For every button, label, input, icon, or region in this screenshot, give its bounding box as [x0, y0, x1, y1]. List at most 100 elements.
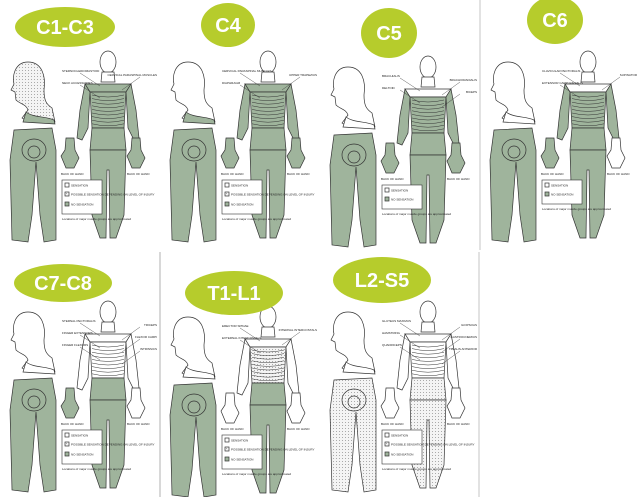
muscle-label: BICEPS — [466, 90, 477, 94]
level-badge — [361, 8, 417, 58]
legend-sensation-label: SENSATION — [71, 434, 88, 438]
legend-sensation-label: SENSATION — [71, 184, 88, 188]
shoulders — [84, 333, 132, 343]
level-badge-label: C1-C3 — [36, 17, 94, 39]
front-legs — [89, 149, 127, 239]
rib-dermatome-line — [411, 124, 445, 128]
legend-swatch-no-sensation — [64, 451, 70, 457]
head-profile — [170, 61, 216, 123]
muscle-pointer-line — [239, 327, 261, 342]
legend-possible-label: POSSIBLE SENSATION DEPENDING ON LEVEL OF… — [231, 448, 314, 452]
right-arm — [445, 88, 460, 146]
muscle-pointer-line — [399, 77, 421, 92]
rib-dermatome-line — [571, 94, 605, 98]
rib-dermatome-line — [91, 123, 125, 127]
muscle-pointer-line — [79, 72, 101, 87]
muscle-label: ILIOPSOAS — [461, 323, 477, 327]
neck-front — [580, 71, 596, 83]
right-arm — [285, 83, 300, 141]
muscle-label: INTERNAL INTERCOSTALS — [279, 328, 317, 332]
muscle-label: DELTOID — [382, 86, 396, 90]
lower-trunk — [89, 377, 127, 401]
back-of-hand-label: BACK OF HAND — [221, 172, 244, 176]
buttock-ring — [341, 143, 367, 167]
muscle-pointer-line — [441, 350, 461, 365]
muscle-label: FINGER FLEXORS — [62, 343, 88, 347]
muscle-pointer-line — [441, 81, 461, 96]
back-of-hand-label: BACK OF HAND — [287, 172, 310, 176]
rib-dermatome-line — [251, 356, 285, 360]
back-of-hand-label: BACK OF HAND — [221, 427, 244, 431]
neck-profile — [342, 116, 376, 130]
rib-dermatome-line — [91, 94, 125, 98]
level-badge-label: C4 — [215, 15, 241, 37]
muscle-pointer-line — [79, 346, 101, 361]
level-badge — [185, 271, 283, 315]
rib-dermatome-line — [411, 99, 445, 103]
level-badge — [15, 7, 115, 47]
back-legs — [9, 377, 57, 493]
back-of-hand-label: BACK OF HAND — [127, 172, 150, 176]
rib-dermatome-line — [91, 101, 125, 105]
rib-dermatome-line — [91, 359, 125, 362]
muscle-pointer-line — [559, 72, 581, 87]
legend-swatch-possible — [64, 191, 70, 197]
lower-trunk — [409, 377, 447, 401]
head-profile — [330, 311, 376, 373]
legend-note: Locations of major muscle groups are app… — [382, 212, 451, 216]
neck-profile — [22, 361, 56, 375]
muscle-label: CLAVICULAR PECTORALIS — [542, 69, 580, 73]
legend-swatch-sensation — [224, 182, 230, 188]
muscle-pointer-line — [239, 339, 261, 354]
head-profile — [490, 61, 536, 123]
lower-trunk — [409, 132, 447, 156]
left-arm — [76, 333, 91, 391]
level-badge-label: C6 — [542, 10, 568, 32]
neck-profile — [22, 111, 56, 125]
rib-dermatome-line — [251, 98, 285, 101]
front-legs — [569, 149, 607, 239]
level-badge — [333, 257, 431, 303]
muscle-pointer-line — [121, 338, 141, 353]
lower-trunk — [249, 382, 287, 406]
rib-dermatome-line — [251, 353, 285, 356]
level-badge — [527, 0, 583, 44]
right-arm — [605, 83, 620, 141]
rib-dermatome-line — [251, 349, 285, 353]
hand — [540, 137, 560, 169]
rib-dermatome-line — [251, 364, 285, 367]
legend-swatch-no-sensation — [384, 451, 390, 457]
legend-possible-label: POSSIBLE SENSATION DEPENDING ON LEVEL OF… — [71, 443, 154, 447]
perianal-ring — [347, 150, 361, 164]
muscle-pointer-line — [281, 76, 301, 91]
left-arm — [76, 83, 91, 141]
rib-dermatome-line — [91, 351, 125, 355]
buttock-ring — [21, 138, 47, 162]
legend-sensation-label: SENSATION — [231, 184, 248, 188]
legend-swatch-no-sensation — [544, 191, 550, 197]
muscle-pointer-line — [79, 84, 101, 99]
legend-swatch-no-sensation — [224, 201, 230, 207]
rib-dermatome-line — [571, 98, 605, 101]
muscle-pointer-line — [559, 84, 581, 99]
legend-swatch-possible — [64, 441, 70, 447]
rib-dermatome-line — [251, 109, 285, 112]
neck-profile — [502, 111, 536, 125]
rib-dermatome-line — [91, 105, 125, 109]
legend-no-sensation-label: NO SENSATION — [391, 453, 413, 457]
level-badge-label: T1-L1 — [207, 283, 260, 305]
legend-swatch-sensation — [64, 182, 70, 188]
level-badge-label: C5 — [376, 23, 402, 45]
back-of-hand-label: BACK OF HAND — [447, 422, 470, 426]
back-legs — [489, 127, 537, 243]
rib-dermatome-line — [251, 378, 285, 382]
rib-dermatome-line — [251, 116, 285, 119]
